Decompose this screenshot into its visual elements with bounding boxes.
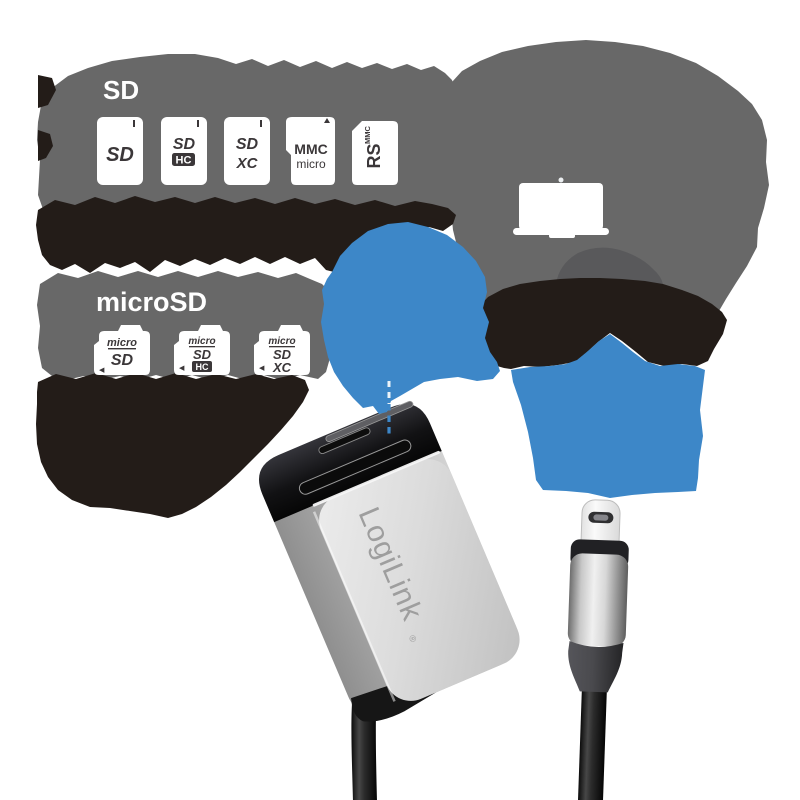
sdxc-card-sub: XC bbox=[236, 155, 259, 172]
sdxc-card-icon: SD XC bbox=[224, 117, 270, 185]
reader-microsd-slot bbox=[318, 427, 371, 455]
card-reader-device: LogiLink ® bbox=[259, 400, 520, 722]
edge-blob-1 bbox=[38, 75, 56, 108]
rs-mmc-logo: RS bbox=[364, 143, 384, 168]
microsdhc-arrow: ◀ bbox=[179, 365, 185, 372]
laptop-panel-blob bbox=[450, 40, 769, 312]
sd-section-label: SD bbox=[103, 75, 139, 105]
plug-barrel bbox=[567, 553, 629, 647]
text-blob-band-bottom bbox=[36, 373, 309, 518]
microsdxc-card-icon: micro SD XC ◀ bbox=[254, 325, 310, 375]
microsdxc-logo: SD bbox=[273, 347, 292, 362]
microsdxc-arrow: ◀ bbox=[259, 365, 265, 372]
plug-strain-relief bbox=[568, 641, 624, 693]
microsdxc-line1: micro bbox=[268, 336, 295, 347]
rs-mmc-card-icon: RS MMC bbox=[352, 121, 398, 185]
mmc-micro-line2: micro bbox=[296, 157, 326, 171]
microsd-line1: micro bbox=[107, 337, 137, 349]
sdxc-card-logo: SD bbox=[236, 136, 259, 153]
sdhc-card-icon: SD HC bbox=[161, 117, 207, 185]
text-blob-band-right bbox=[475, 278, 727, 369]
sd-card-logo: SD bbox=[106, 144, 134, 166]
microsd-section-label: microSD bbox=[96, 287, 207, 317]
sdhc-card-sub: HC bbox=[176, 155, 192, 167]
mmc-micro-line1: MMC bbox=[294, 141, 327, 157]
microsd-card-icon: micro SD ◀ bbox=[94, 325, 150, 375]
mmc-micro-card-icon: MMC micro bbox=[286, 117, 335, 185]
reader-top-edge-slot bbox=[325, 400, 414, 443]
reader-bevel-highlight bbox=[312, 450, 440, 507]
laptop-icon bbox=[513, 177, 609, 238]
usb-cable bbox=[577, 685, 607, 800]
microsdhc-card-icon: micro SD HC ◀ bbox=[174, 325, 230, 375]
text-blob-band-top bbox=[36, 196, 456, 273]
microsdxc-sub: XC bbox=[272, 360, 292, 375]
blue-arrow-to-usb-plug bbox=[511, 334, 705, 498]
sd-card-icon: SD bbox=[97, 117, 143, 185]
edge-blob-2 bbox=[38, 130, 53, 161]
usb-c-plug-icon bbox=[567, 499, 629, 800]
reader-sd-slot bbox=[298, 439, 412, 495]
blue-arrow-to-card-slot bbox=[321, 222, 500, 414]
microsd-logo: SD bbox=[111, 352, 134, 369]
reader-edge-highlight bbox=[312, 511, 396, 702]
gray-mound-blob bbox=[556, 247, 663, 284]
microsdhc-logo: SD bbox=[193, 347, 212, 362]
sdhc-card-logo: SD bbox=[173, 136, 196, 153]
rs-mmc-sub: MMC bbox=[363, 126, 372, 144]
reader-brand-mark: ® bbox=[407, 634, 419, 645]
usb-c-tongue bbox=[593, 514, 609, 521]
microsd-arrow: ◀ bbox=[99, 367, 105, 374]
microsdhc-sub: HC bbox=[196, 362, 209, 372]
microsdhc-line1: micro bbox=[188, 336, 215, 347]
